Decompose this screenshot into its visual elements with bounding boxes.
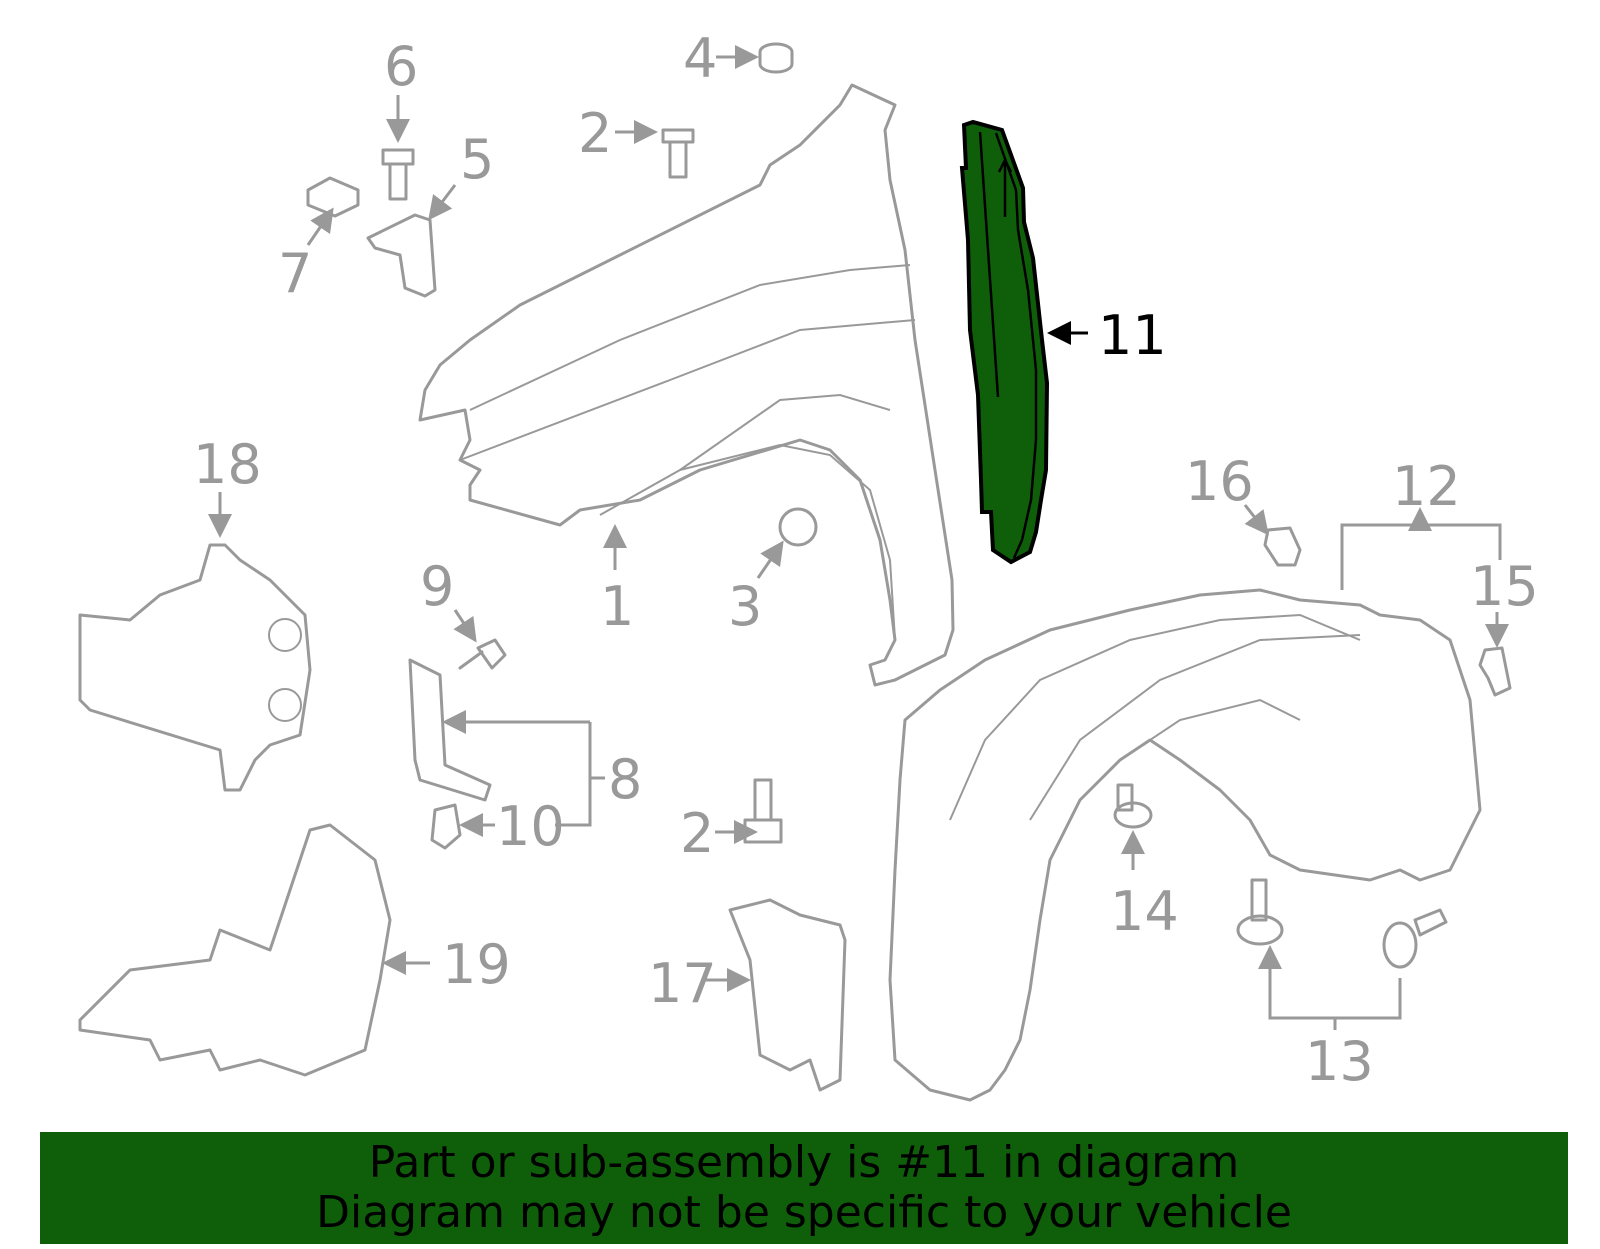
svg-text:16: 16 [1185, 450, 1254, 513]
svg-text:6: 6 [384, 35, 418, 98]
screw-part-14 [1116, 783, 1134, 812]
svg-text:3: 3 [728, 575, 762, 638]
callout-10: 10 [459, 795, 565, 858]
svg-text:1: 1 [600, 575, 634, 638]
svg-text:8: 8 [608, 748, 642, 811]
cap-part-4 [758, 42, 794, 74]
bolt-part-2a [661, 128, 695, 179]
callout-9: 9 [420, 555, 477, 643]
callout-15: 15 [1470, 555, 1539, 648]
callout-2-top: 2 [578, 102, 658, 165]
svg-text:13: 13 [1305, 1030, 1374, 1093]
callout-4: 4 [683, 27, 759, 90]
svg-text:7: 7 [278, 242, 312, 305]
clip-part-16 [1263, 526, 1302, 567]
bracket-part-8 [408, 658, 492, 802]
bolt-part-6 [381, 148, 415, 201]
svg-text:10: 10 [496, 795, 565, 858]
bracket-part-17 [728, 898, 847, 1092]
bracket-part-18 [78, 543, 312, 792]
callout-5: 5 [428, 128, 494, 221]
clip-part-10 [430, 803, 462, 850]
nut-part-3 [778, 507, 818, 547]
banner-line-2: Diagram may not be specific to your vehi… [316, 1187, 1292, 1238]
svg-text:12: 12 [1392, 455, 1461, 518]
svg-text:11: 11 [1098, 304, 1167, 367]
callout-1: 1 [600, 524, 634, 638]
callout-16: 16 [1185, 450, 1269, 536]
svg-text:18: 18 [193, 433, 262, 496]
bracket-part-5 [366, 213, 437, 298]
callout-2-bottom: 2 [680, 802, 758, 865]
callout-11: 11 [1047, 304, 1167, 367]
callout-13: 13 [1258, 945, 1402, 1093]
svg-text:19: 19 [442, 933, 511, 996]
fender-part-1 [418, 83, 955, 687]
bolt-part-9 [458, 638, 507, 670]
callout-6: 6 [384, 35, 418, 143]
callout-12: 12 [1340, 455, 1502, 590]
svg-text:9: 9 [420, 555, 454, 618]
svg-text:14: 14 [1110, 880, 1179, 943]
screw-part-13a [1250, 878, 1268, 922]
callout-14: 14 [1110, 830, 1179, 943]
banner-line-1: Part or sub-assembly is #11 in diagram [368, 1137, 1240, 1188]
screw-part-13b [1413, 908, 1448, 937]
svg-text:17: 17 [648, 952, 717, 1015]
svg-text:5: 5 [460, 128, 494, 191]
callout-18: 18 [193, 433, 262, 538]
wheel-liner-part-12 [888, 588, 1482, 1102]
callout-17: 17 [648, 952, 751, 1015]
callout-19: 19 [382, 933, 511, 996]
svg-text:2: 2 [680, 802, 714, 865]
callout-7: 7 [278, 207, 334, 305]
retainer-part-7 [306, 176, 360, 218]
svg-text:2: 2 [578, 102, 612, 165]
fender-liner-seal-part-11 [959, 119, 1050, 565]
callout-8: 8 [442, 710, 642, 827]
info-banner: Part or sub-assembly is #11 in diagram D… [40, 1132, 1568, 1244]
shield-part-19 [78, 823, 392, 1077]
svg-text:15: 15 [1470, 555, 1539, 618]
svg-text:4: 4 [683, 27, 717, 90]
callout-3: 3 [728, 540, 784, 638]
clip-part-15 [1478, 646, 1512, 697]
